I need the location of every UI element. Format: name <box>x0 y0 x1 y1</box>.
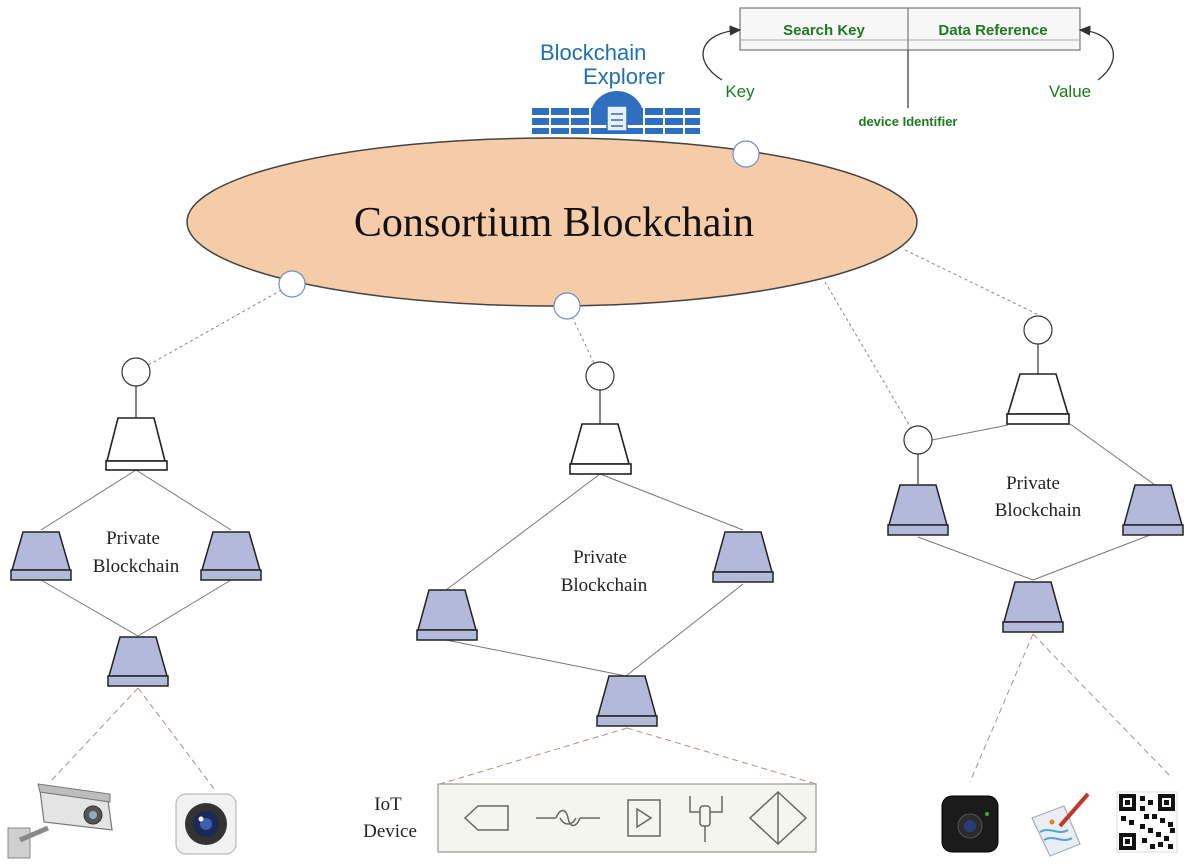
tag-sensor-icon <box>463 805 509 831</box>
left-peer-node-2 <box>200 531 262 581</box>
right-private-line2: Blockchain <box>995 500 1082 521</box>
private-blockchain-left: Private Blockchain <box>10 357 262 791</box>
value-label: Value <box>1049 82 1091 101</box>
iot-device-panel: IoT Device <box>363 783 817 853</box>
play-actuator-icon <box>627 799 661 837</box>
middle-peer-node-2 <box>712 531 774 583</box>
left-peer-node-1 <box>10 531 72 581</box>
right-peer-node-1 <box>887 484 949 536</box>
consortium-port-left <box>278 270 306 298</box>
camera-lens-icon <box>175 793 237 855</box>
left-private-line1: Private <box>106 528 160 549</box>
middle-edge-node <box>596 675 658 727</box>
left-gateway-port <box>121 357 151 387</box>
right-inner-port <box>903 425 933 455</box>
valve-icon <box>748 790 808 846</box>
middle-peer-node-1 <box>416 589 478 641</box>
value-arrow <box>1078 25 1115 81</box>
explorer-line2: Explorer <box>583 64 665 89</box>
consortium-blockchain: Consortium Blockchain <box>186 137 918 320</box>
left-gateway-node <box>105 417 168 471</box>
middle-private-line2: Blockchain <box>561 575 648 596</box>
key-value-table: Search Key Data Reference Key Value devi… <box>702 7 1115 129</box>
consortium-port-top <box>732 140 760 168</box>
middle-private-line1: Private <box>573 547 627 568</box>
blockchain-explorer-logo: Blockchain Explorer <box>532 40 700 136</box>
left-edge-node <box>107 636 169 687</box>
key-label: Key <box>725 82 755 101</box>
iot-label-line2: Device <box>363 821 417 842</box>
device-identifier-label: device Identifier <box>859 114 958 129</box>
iot-label-line1: IoT <box>374 794 402 815</box>
right-private-line1: Private <box>1006 473 1060 494</box>
data-reference-header: Data Reference <box>938 22 1047 39</box>
key-arrow <box>702 25 742 81</box>
right-gateway-node <box>1006 373 1070 425</box>
explorer-line1: Blockchain <box>540 40 646 65</box>
dark-camera-icon <box>941 795 999 853</box>
private-blockchain-middle: Private Blockchain <box>416 361 817 785</box>
private-blockchain-right: Private Blockchain <box>887 315 1184 783</box>
explorer-globe-icon <box>532 91 700 136</box>
security-camera-icon <box>7 783 113 859</box>
right-gateway-port <box>1023 315 1053 345</box>
right-edge-node <box>1002 581 1064 633</box>
qr-code-icon <box>1116 791 1178 853</box>
consortium-label: Consortium Blockchain <box>354 200 754 246</box>
consortium-port-middle <box>553 292 581 320</box>
left-private-line2: Blockchain <box>93 556 180 577</box>
middle-gateway-node <box>569 423 632 475</box>
search-key-header: Search Key <box>783 22 865 39</box>
right-peer-node-2 <box>1122 484 1184 536</box>
middle-gateway-port <box>585 361 615 391</box>
probe-sensor-icon <box>689 796 723 842</box>
rfid-tag-icon <box>1031 792 1090 857</box>
coupler-sensor-icon <box>536 809 600 827</box>
